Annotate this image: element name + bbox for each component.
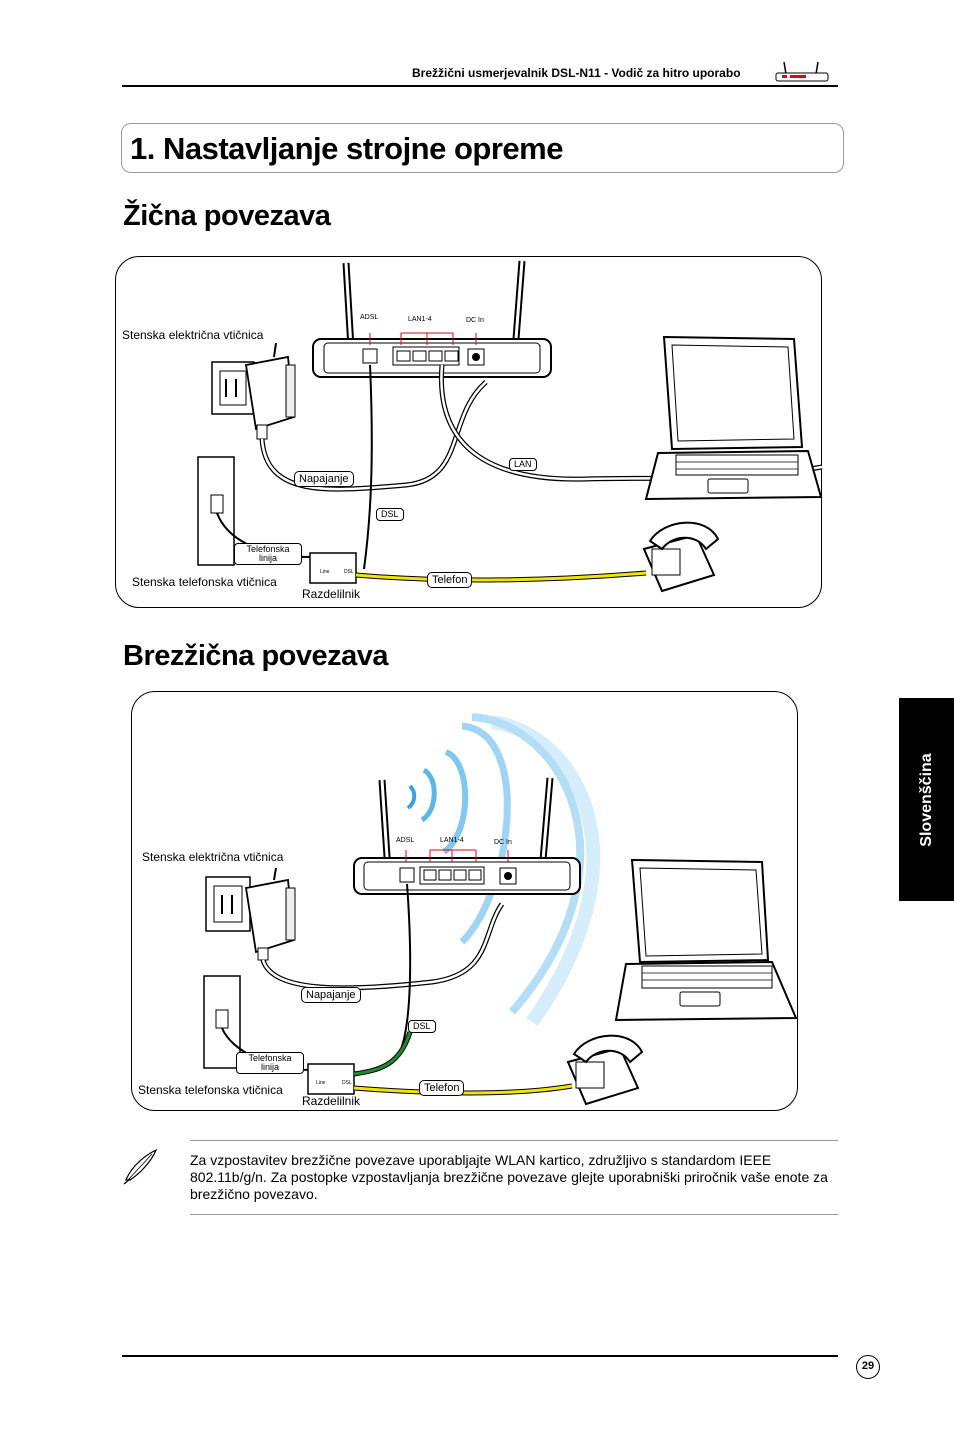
footer-rule [122, 1355, 838, 1357]
dc-in-port-label: DC In [494, 839, 512, 846]
note-top-rule [190, 1140, 838, 1141]
lan-port-label: LAN1-4 [408, 316, 432, 323]
wired-section-title: Žična povezava [123, 200, 331, 232]
router-icon [353, 777, 581, 895]
telephone-icon [566, 1034, 644, 1106]
phone-line-tag: Telefonska linija [236, 1052, 304, 1074]
running-header: Brežžični usmerjevalnik DSL-N11 - Vodič … [412, 66, 741, 80]
header-rule [122, 85, 838, 87]
dsl-tag: DSL [376, 508, 404, 521]
splitter-label: Razdelilnik [302, 1094, 361, 1108]
wireless-diagram-drawing: Line DSL [203, 713, 798, 1106]
lan-port-label: LAN1-4 [440, 837, 464, 844]
svg-text:Line: Line [316, 1080, 326, 1086]
chapter-title: 1. Nastavljanje strojne opreme [130, 131, 563, 166]
dc-in-port-label: DC In [466, 317, 484, 324]
note-bottom-rule [190, 1214, 838, 1215]
lan-tag: LAN [509, 458, 537, 471]
wired-diagram: Line DSL ADSL LAN1-4 DC In Stenska elekt… [115, 256, 823, 608]
splitter-label: Razdelilnik [302, 587, 361, 601]
wifi-waves-icon [406, 713, 601, 1027]
adsl-port-label: ADSL [396, 837, 415, 844]
power-tag: Napajanje [301, 987, 361, 1003]
phone-jack-label: Stenska telefonska vtičnica [132, 575, 277, 589]
phone-jack-label: Stenska telefonska vtičnica [138, 1083, 283, 1097]
note-pen-icon [123, 1148, 158, 1185]
power-adapter-icon [244, 867, 296, 961]
router-thumbnail-icon [775, 61, 829, 82]
wired-diagram-drawing: Line DSL [197, 260, 823, 593]
page-number: 29 [856, 1355, 880, 1379]
svg-text:Line: Line [320, 569, 330, 575]
laptop-icon [614, 858, 798, 1022]
language-side-tab: Slovenščina [899, 698, 954, 901]
power-tag: Napajanje [294, 471, 354, 487]
note-text: Za vzpostavitev brezžične povezave upora… [190, 1152, 828, 1202]
telephone-tag: Telefon [419, 1080, 465, 1096]
wall-power-outlet-icon [205, 876, 251, 932]
power-adapter-icon [244, 342, 296, 440]
phone-line-tag: Telefonska linija [234, 543, 302, 565]
svg-text:DSL: DSL [342, 1080, 352, 1086]
wall-phone-jack-icon [197, 456, 235, 566]
chapter-heading-box [121, 123, 844, 173]
wall-phone-jack-icon [203, 975, 241, 1069]
svg-text:DSL: DSL [344, 569, 354, 575]
wireless-diagram: Line DSL ADSL LAN1-4 DC In Stenska elekt… [131, 691, 798, 1111]
wall-outlet-label: Stenska električna vtičnica [142, 850, 284, 864]
adsl-port-label: ADSL [360, 314, 379, 321]
splitter-icon: Line DSL [307, 1063, 355, 1095]
dsl-tag: DSL [408, 1020, 436, 1033]
telephone-icon [642, 521, 720, 593]
wall-outlet-label: Stenska električna vtičnica [122, 328, 264, 342]
laptop-icon [644, 335, 823, 501]
splitter-icon: Line DSL [309, 552, 357, 584]
language-label: Slovenščina [917, 752, 935, 847]
telephone-tag: Telefon [427, 572, 473, 588]
router-icon [312, 260, 552, 378]
wireless-section-title: Brezžična povezava [123, 640, 389, 672]
